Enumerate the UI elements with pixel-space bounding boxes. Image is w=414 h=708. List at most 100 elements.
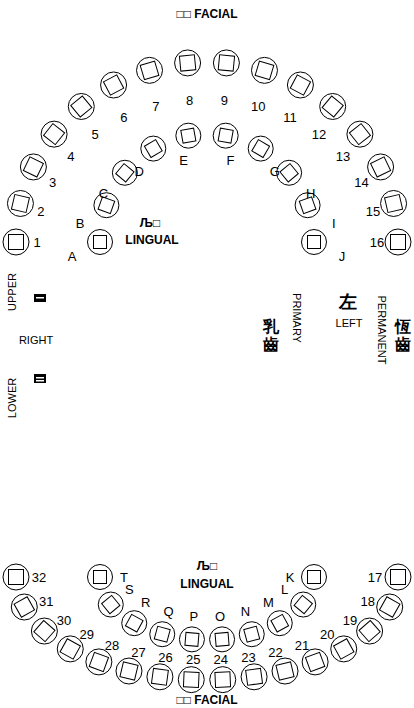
- tooth-letter: A: [68, 250, 77, 263]
- permanent-tooth: [3, 229, 29, 255]
- tooth-number: 20: [320, 628, 334, 641]
- left-label: LEFT: [336, 318, 363, 329]
- tooth-number: 4: [67, 150, 74, 163]
- primary-tooth: [88, 565, 113, 590]
- tooth-surface-square: [349, 124, 370, 145]
- primary-tooth: [88, 230, 113, 255]
- tooth-surface-square: [11, 194, 29, 212]
- tooth-surface-square: [14, 597, 34, 617]
- tooth-surface-square: [280, 164, 298, 182]
- permanent-tooth: [86, 649, 112, 675]
- tooth-surface-square: [103, 75, 123, 95]
- tooth-surface-square: [89, 652, 108, 671]
- primary-tooth: [122, 611, 147, 636]
- permanent-tooth: [101, 72, 127, 98]
- tooth-surface-square: [181, 128, 196, 143]
- permanent-tooth: [31, 618, 57, 644]
- tooth-circle: [210, 627, 235, 652]
- upper-label: UPPER: [7, 273, 18, 311]
- lower-symbol: [34, 374, 46, 383]
- tooth-circle: [272, 658, 298, 684]
- tooth-circle: [175, 50, 201, 76]
- tooth-surface-square: [23, 157, 43, 177]
- tooth-number: 29: [79, 628, 93, 641]
- tooth-number: 23: [241, 650, 255, 663]
- tooth-surface-square: [290, 75, 310, 95]
- tooth-number: 14: [354, 176, 368, 189]
- tooth-letter: H: [306, 187, 315, 200]
- tooth-circle: [86, 649, 112, 675]
- tooth-number: 21: [295, 638, 309, 651]
- tooth-surface-square: [125, 614, 143, 632]
- tooth-surface-square: [244, 626, 260, 642]
- tooth-number: 1: [33, 236, 40, 249]
- permanent-tooth: [331, 636, 357, 662]
- lingual-glyph: Љ□: [197, 560, 217, 572]
- primary-tooth: [141, 136, 166, 161]
- tooth-surface-square: [322, 96, 343, 117]
- tooth-letter: R: [141, 596, 150, 609]
- tooth-letter: L: [281, 583, 288, 596]
- tooth-number: 19: [343, 614, 357, 627]
- tooth-circle: [11, 594, 37, 620]
- tooth-circle: [239, 622, 264, 647]
- primary-tooth: [150, 622, 175, 647]
- primary-tooth: [210, 627, 235, 652]
- tooth-circle: [20, 154, 46, 180]
- tooth-surface-square: [215, 672, 231, 688]
- tooth-circle: [3, 564, 29, 590]
- tooth-surface-square: [379, 597, 399, 617]
- tooth-surface-square: [144, 140, 162, 158]
- permanent-tooth: [241, 664, 267, 690]
- tooth-circle: [176, 123, 201, 148]
- permanent-tooth: [385, 229, 411, 255]
- permanent-tooth: [302, 649, 328, 675]
- permanent-tooth: [178, 667, 204, 693]
- tooth-number: 15: [366, 205, 380, 218]
- tooth-surface-square: [183, 672, 199, 688]
- tooth-surface-square: [102, 595, 120, 613]
- tooth-surface-square: [60, 639, 80, 659]
- permanent-tooth: [272, 658, 298, 684]
- tooth-surface-square: [218, 55, 234, 71]
- tooth-surface-square: [255, 61, 274, 80]
- primary-tooth: [267, 611, 292, 636]
- tooth-surface-square: [179, 55, 195, 71]
- tooth-circle: [302, 649, 328, 675]
- tooth-surface-square: [305, 652, 324, 671]
- primary-tooth: [302, 230, 327, 255]
- tooth-circle: [41, 121, 67, 147]
- tooth-surface-square: [34, 620, 55, 641]
- permanent-tooth: [320, 93, 346, 119]
- tooth-number: 31: [39, 594, 53, 607]
- permanent-tooth: [11, 594, 37, 620]
- primary-tooth: [291, 592, 316, 617]
- tooth-surface-square: [140, 61, 159, 80]
- tooth-circle: [112, 160, 137, 185]
- tooth-circle: [88, 230, 113, 255]
- tooth-surface-square: [246, 668, 263, 685]
- tooth-circle: [385, 564, 411, 590]
- tooth-circle: [179, 627, 204, 652]
- permanent-tooth: [377, 594, 403, 620]
- tooth-number: 24: [214, 652, 228, 665]
- tooth-surface-square: [359, 620, 380, 641]
- permanent-tooth: [381, 190, 407, 216]
- tooth-number: 9: [221, 93, 228, 106]
- tooth-circle: [320, 93, 346, 119]
- tooth-surface-square: [252, 140, 270, 158]
- tooth-circle: [291, 592, 316, 617]
- tooth-surface-square: [308, 571, 321, 584]
- tooth-number: 13: [336, 150, 350, 163]
- tooth-surface-square: [271, 614, 289, 632]
- tooth-surface-square: [371, 157, 391, 177]
- tooth-circle: [141, 136, 166, 161]
- tooth-surface-square: [215, 632, 229, 646]
- tooth-letter: O: [215, 609, 225, 622]
- primary-tooth: [248, 136, 273, 161]
- tooth-number: 18: [360, 594, 374, 607]
- tooth-letter: P: [190, 609, 199, 622]
- tooth-circle: [57, 636, 83, 662]
